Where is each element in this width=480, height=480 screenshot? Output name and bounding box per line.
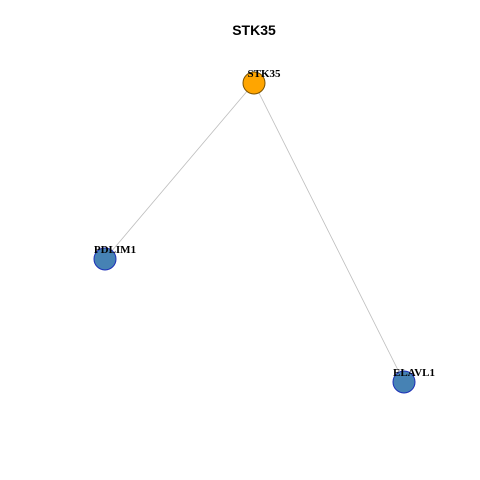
node-circle-stk35 — [242, 71, 266, 95]
node-label-stk35: STK35 — [247, 68, 281, 80]
node-label-elavl1: ELAVL1 — [393, 367, 435, 379]
node-pdlim1: PDLIM1 — [93, 244, 136, 271]
node-circle-pdlim1 — [93, 247, 117, 271]
node-elavl1: ELAVL1 — [392, 367, 435, 394]
edge-stk35-pdlim1 — [104, 82, 255, 260]
node-stk35: STK35 — [242, 68, 281, 95]
node-circle-elavl1 — [392, 370, 416, 394]
node-label-pdlim1: PDLIM1 — [94, 244, 136, 256]
edges-layer — [104, 82, 405, 383]
edge-stk35-elavl1 — [253, 82, 405, 383]
graph-title: STK35 — [232, 22, 276, 38]
